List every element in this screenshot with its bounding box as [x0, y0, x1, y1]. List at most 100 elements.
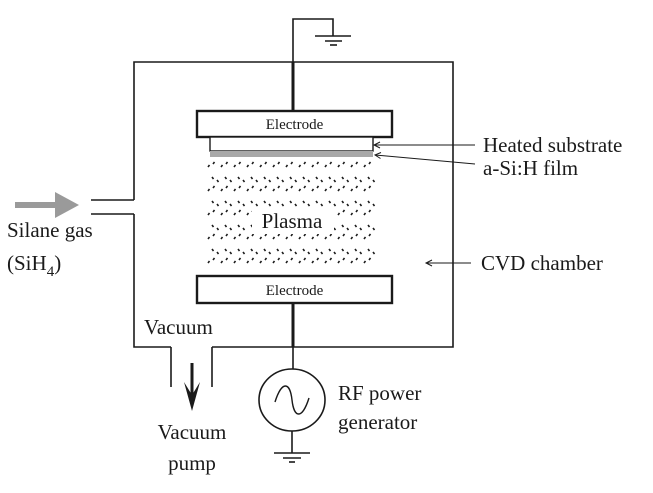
plasma-particle: [359, 227, 363, 231]
plasma-particle: [220, 188, 224, 192]
plasma-particle: [220, 236, 224, 240]
plasma-particle: [368, 161, 372, 165]
plasma-particle: [363, 188, 367, 192]
plasma-particle: [212, 233, 216, 237]
plasma-particle: [290, 161, 294, 165]
plasma-particle: [324, 260, 328, 264]
plasma-particle: [311, 260, 315, 264]
plasma-particle: [212, 185, 216, 189]
plasma-particle: [250, 248, 254, 252]
plasma-particle: [277, 161, 281, 165]
plasma-particle: [359, 251, 363, 255]
plasma-particle: [328, 248, 332, 252]
plasma-particle: [237, 224, 241, 228]
gas-flow-arrow-icon: [15, 192, 79, 218]
plasma-particle: [264, 161, 268, 165]
plasma-particle: [216, 251, 220, 255]
plasma-particle: [216, 179, 220, 183]
plasma-particle: [237, 176, 241, 180]
cvd-chamber: [133, 61, 454, 348]
plasma-particle: [316, 257, 320, 261]
plasma-particle: [367, 200, 371, 204]
plasma-particle: [207, 260, 211, 264]
plasma-particle: [250, 200, 254, 204]
plasma-particle: [251, 233, 255, 237]
plasma-particle: [233, 236, 237, 240]
plasma-particle: [233, 260, 237, 264]
plasma-particle: [264, 233, 268, 237]
plasma-particle: [350, 164, 354, 168]
plasma-particle: [311, 236, 315, 240]
plasma-particle: [263, 248, 267, 252]
plasma-particle: [289, 248, 293, 252]
plasma-particle: [272, 260, 276, 264]
plasma-particle: [294, 203, 298, 207]
plasma-particle: [303, 233, 307, 237]
plasma-particle: [355, 257, 359, 261]
plasma-particle: [263, 176, 267, 180]
plasma-particle: [255, 203, 259, 207]
plasma-particle: [355, 209, 359, 213]
plasma-particle: [264, 257, 268, 261]
plasma-particle: [216, 203, 220, 207]
plasma-particle: [341, 248, 345, 252]
plasma-particle: [315, 248, 319, 252]
plasma-particle: [359, 179, 363, 183]
plasma-particle: [290, 257, 294, 261]
plasma-particle: [255, 179, 259, 183]
plasma-particle: [220, 260, 224, 264]
plasma-particle: [212, 257, 216, 261]
plasma-particle: [329, 161, 333, 165]
plasma-particle: [211, 224, 215, 228]
vacuum-outlet-pipe: [170, 347, 213, 387]
plasma-particle: [368, 185, 372, 189]
plasma-particle: [229, 203, 233, 207]
plasma-particle: [324, 188, 328, 192]
plasma-particle: [372, 179, 376, 183]
plasma-particle: [220, 164, 224, 168]
plasma-particle: [303, 161, 307, 165]
plasma-particle: [302, 248, 306, 252]
film-label: a-Si:H film: [483, 156, 578, 180]
plasma-particle: [316, 161, 320, 165]
plasma-particle: [298, 236, 302, 240]
plasma-particle: [367, 224, 371, 228]
bottom-electrode: Electrode: [195, 274, 394, 305]
plasma-particle: [363, 236, 367, 240]
plasma-particle: [281, 251, 285, 255]
vacuum-pump-label-line1: Vacuum: [158, 420, 227, 444]
plasma-particle: [333, 179, 337, 183]
plasma-particle: [277, 257, 281, 261]
plasma-particle: [342, 233, 346, 237]
plasma-particle: [315, 200, 319, 204]
plasma-particle: [337, 188, 341, 192]
gas-inlet-pipe: [91, 199, 134, 215]
plasma-particle: [281, 179, 285, 183]
plasma-particle: [350, 260, 354, 264]
plasma-particle: [246, 260, 250, 264]
plasma-particle: [298, 188, 302, 192]
plasma-particle: [316, 185, 320, 189]
plasma-particle: [333, 227, 337, 231]
plasma-particle: [250, 176, 254, 180]
plasma-particle: [285, 260, 289, 264]
plasma-particle: [229, 179, 233, 183]
vacuum-pump-label-line2: pump: [168, 451, 216, 475]
plasma-particle: [363, 260, 367, 264]
plasma-particle: [337, 164, 341, 168]
silane-gas-label: Silane gas: [7, 218, 93, 242]
plasma-particle: [276, 248, 280, 252]
plasma-particle: [307, 179, 311, 183]
plasma-particle: [342, 161, 346, 165]
plasma-particle: [212, 161, 216, 165]
plasma-particle: [311, 164, 315, 168]
plasma-particle: [207, 236, 211, 240]
plasma-particle: [207, 164, 211, 168]
plasma-particle: [324, 236, 328, 240]
plasma-particle: [355, 161, 359, 165]
plasma-particle: [238, 185, 242, 189]
plasma-particle: [211, 248, 215, 252]
plasma-particle: [211, 200, 215, 204]
plasma-particle: [225, 185, 229, 189]
plasma-particle: [298, 260, 302, 264]
